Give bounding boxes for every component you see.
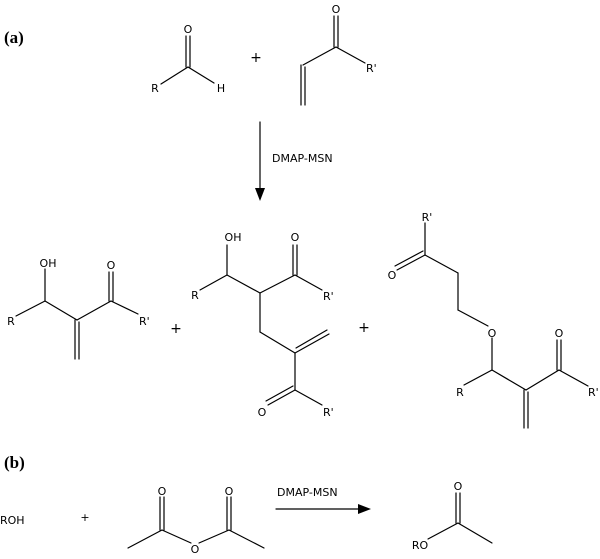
atom-label: RO (412, 539, 429, 552)
atom-label: O (184, 23, 193, 36)
atom-label: R (191, 289, 199, 302)
atom-label: R (456, 386, 464, 399)
atom-label: R' (366, 62, 377, 75)
atom-label: O (107, 259, 116, 272)
reaction-arrow (255, 121, 265, 201)
atom-label: O (291, 231, 300, 244)
atom-label: R' (139, 315, 150, 328)
product-1-structure: OH O R R' (7, 257, 150, 360)
reaction-arrow (275, 504, 371, 514)
product-3-structure: R' O O R O R' (388, 211, 599, 429)
atom-label: O (158, 485, 167, 498)
ester-structure: O RO (412, 480, 493, 552)
atom-label: O (454, 480, 463, 493)
atom-label: R' (323, 290, 334, 303)
panel-a-label: (a) (4, 28, 24, 47)
reagent-label: DMAP-MSN (272, 152, 333, 165)
plus-sign: + (250, 50, 262, 66)
atom-label: R' (588, 386, 599, 399)
atom-label: R' (422, 211, 433, 224)
aldehyde-structure: O R H (151, 23, 225, 95)
plus-sign: + (80, 511, 89, 524)
atom-label: O (388, 269, 397, 282)
atom-label: O (191, 543, 200, 556)
atom-label: R (151, 82, 159, 95)
alcohol-label: ROH (0, 514, 25, 527)
reagent-label: DMAP-MSN (277, 486, 338, 499)
atom-label: OH (40, 257, 57, 270)
plus-sign: + (170, 321, 182, 337)
anhydride-structure: O O O (127, 485, 265, 556)
atom-label: R (7, 315, 15, 328)
atom-label: H (217, 82, 225, 95)
atom-label: R' (323, 406, 334, 419)
atom-label: O (225, 485, 234, 498)
product-2-structure: OH O R R' O R' (191, 231, 334, 419)
enone-structure: O R' (300, 3, 377, 106)
atom-label: O (332, 3, 341, 16)
atom-label: O (258, 406, 267, 419)
panel-b-label: (b) (4, 453, 25, 472)
atom-label: OH (225, 231, 242, 244)
plus-sign: + (358, 320, 370, 336)
atom-label: O (555, 327, 564, 340)
atom-label: O (488, 327, 497, 340)
